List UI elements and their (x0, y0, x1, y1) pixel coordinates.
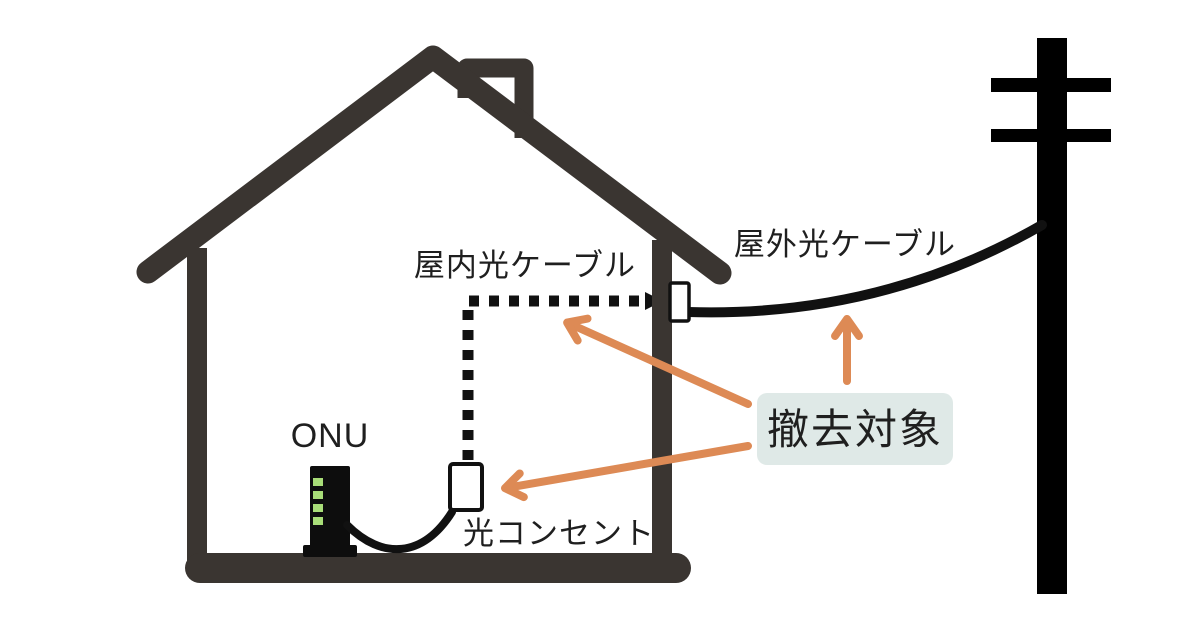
onu-led-2 (313, 491, 323, 499)
wall-connector-icon (668, 281, 691, 323)
onu-led-1 (313, 478, 323, 486)
house-icon (136, 45, 732, 583)
outdoor-cable-label: 屋外光ケーブル (734, 227, 956, 262)
onu-led-3 (313, 504, 323, 512)
onu-label: ONU (291, 417, 370, 455)
indoor-cable-label: 屋内光ケーブル (414, 248, 636, 283)
outdoor-cable-line (683, 220, 1047, 318)
pole-crossarm-bottom (991, 129, 1111, 142)
arrow-icon-outlet (501, 442, 752, 502)
onu-led-4 (313, 517, 323, 525)
optical-outlet-icon (448, 462, 484, 512)
onu-patch-cable (343, 508, 456, 554)
onu-device-icon (303, 466, 357, 557)
removal-target-tag-background (757, 393, 953, 465)
onu-tower (310, 466, 350, 556)
indoor-cable-line (462, 295, 652, 460)
onu-base (303, 545, 357, 557)
removal-target-label: 撤去対象 (767, 406, 943, 453)
removal-target-tag: 撤去対象 (757, 393, 953, 465)
optical-outlet-label: 光コンセント (463, 516, 655, 551)
pole-crossarm-top (991, 78, 1111, 92)
utility-pole-icon (991, 38, 1111, 594)
removal-arrows (501, 314, 863, 502)
pole-mast (1037, 38, 1067, 594)
arrow-icon-indoor-cable (563, 314, 752, 408)
house-roof (136, 45, 732, 285)
